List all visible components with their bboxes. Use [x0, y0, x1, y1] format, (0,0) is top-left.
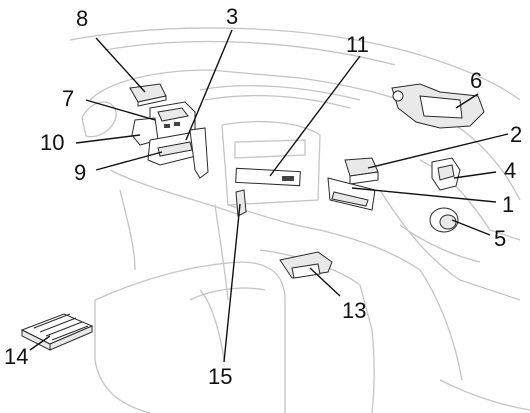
part-4-bracket	[431, 157, 461, 191]
leader-14	[29, 335, 51, 351]
part-8-relay	[129, 83, 167, 107]
callout-6: 6	[470, 68, 482, 93]
callout-8: 8	[76, 6, 88, 31]
leader-9	[95, 151, 163, 171]
leader-6	[455, 93, 479, 109]
callout-11: 11	[346, 32, 369, 57]
part-11-strip	[235, 167, 301, 187]
leader-2	[367, 133, 509, 169]
leader-4	[453, 171, 497, 179]
leader-7	[85, 99, 156, 121]
callout-5: 5	[494, 226, 506, 251]
part-5-buzzer	[429, 207, 459, 233]
callout-15: 15	[208, 364, 232, 389]
part-13-ecu	[279, 251, 333, 279]
callout-numbers: 8 7 10 9 3 11 6 2 4 1 5 13 14 15	[4, 4, 522, 389]
callout-2: 2	[510, 122, 522, 147]
leader-5	[451, 219, 491, 236]
leader-13	[309, 267, 341, 297]
callout-3: 3	[226, 4, 238, 29]
callout-13: 13	[342, 298, 366, 323]
leader-10	[75, 134, 141, 144]
leader-1	[351, 187, 497, 203]
callout-14: 14	[4, 344, 28, 369]
callout-10: 10	[40, 130, 64, 155]
leader-lines	[29, 29, 509, 363]
callout-9: 9	[74, 160, 86, 185]
part-15-sensor	[235, 189, 247, 217]
part-junction-block	[131, 101, 209, 179]
part-6-ecu	[391, 83, 485, 129]
callout-1: 1	[502, 192, 514, 217]
callout-7: 7	[62, 86, 74, 111]
leader-8	[95, 37, 146, 93]
part-14-module	[20, 313, 94, 351]
callout-4: 4	[504, 158, 516, 183]
part-2-relay	[344, 157, 379, 185]
part-1-connector	[327, 177, 376, 211]
leader-3	[185, 29, 233, 141]
leader-11	[269, 55, 361, 177]
leader-15	[223, 203, 241, 363]
